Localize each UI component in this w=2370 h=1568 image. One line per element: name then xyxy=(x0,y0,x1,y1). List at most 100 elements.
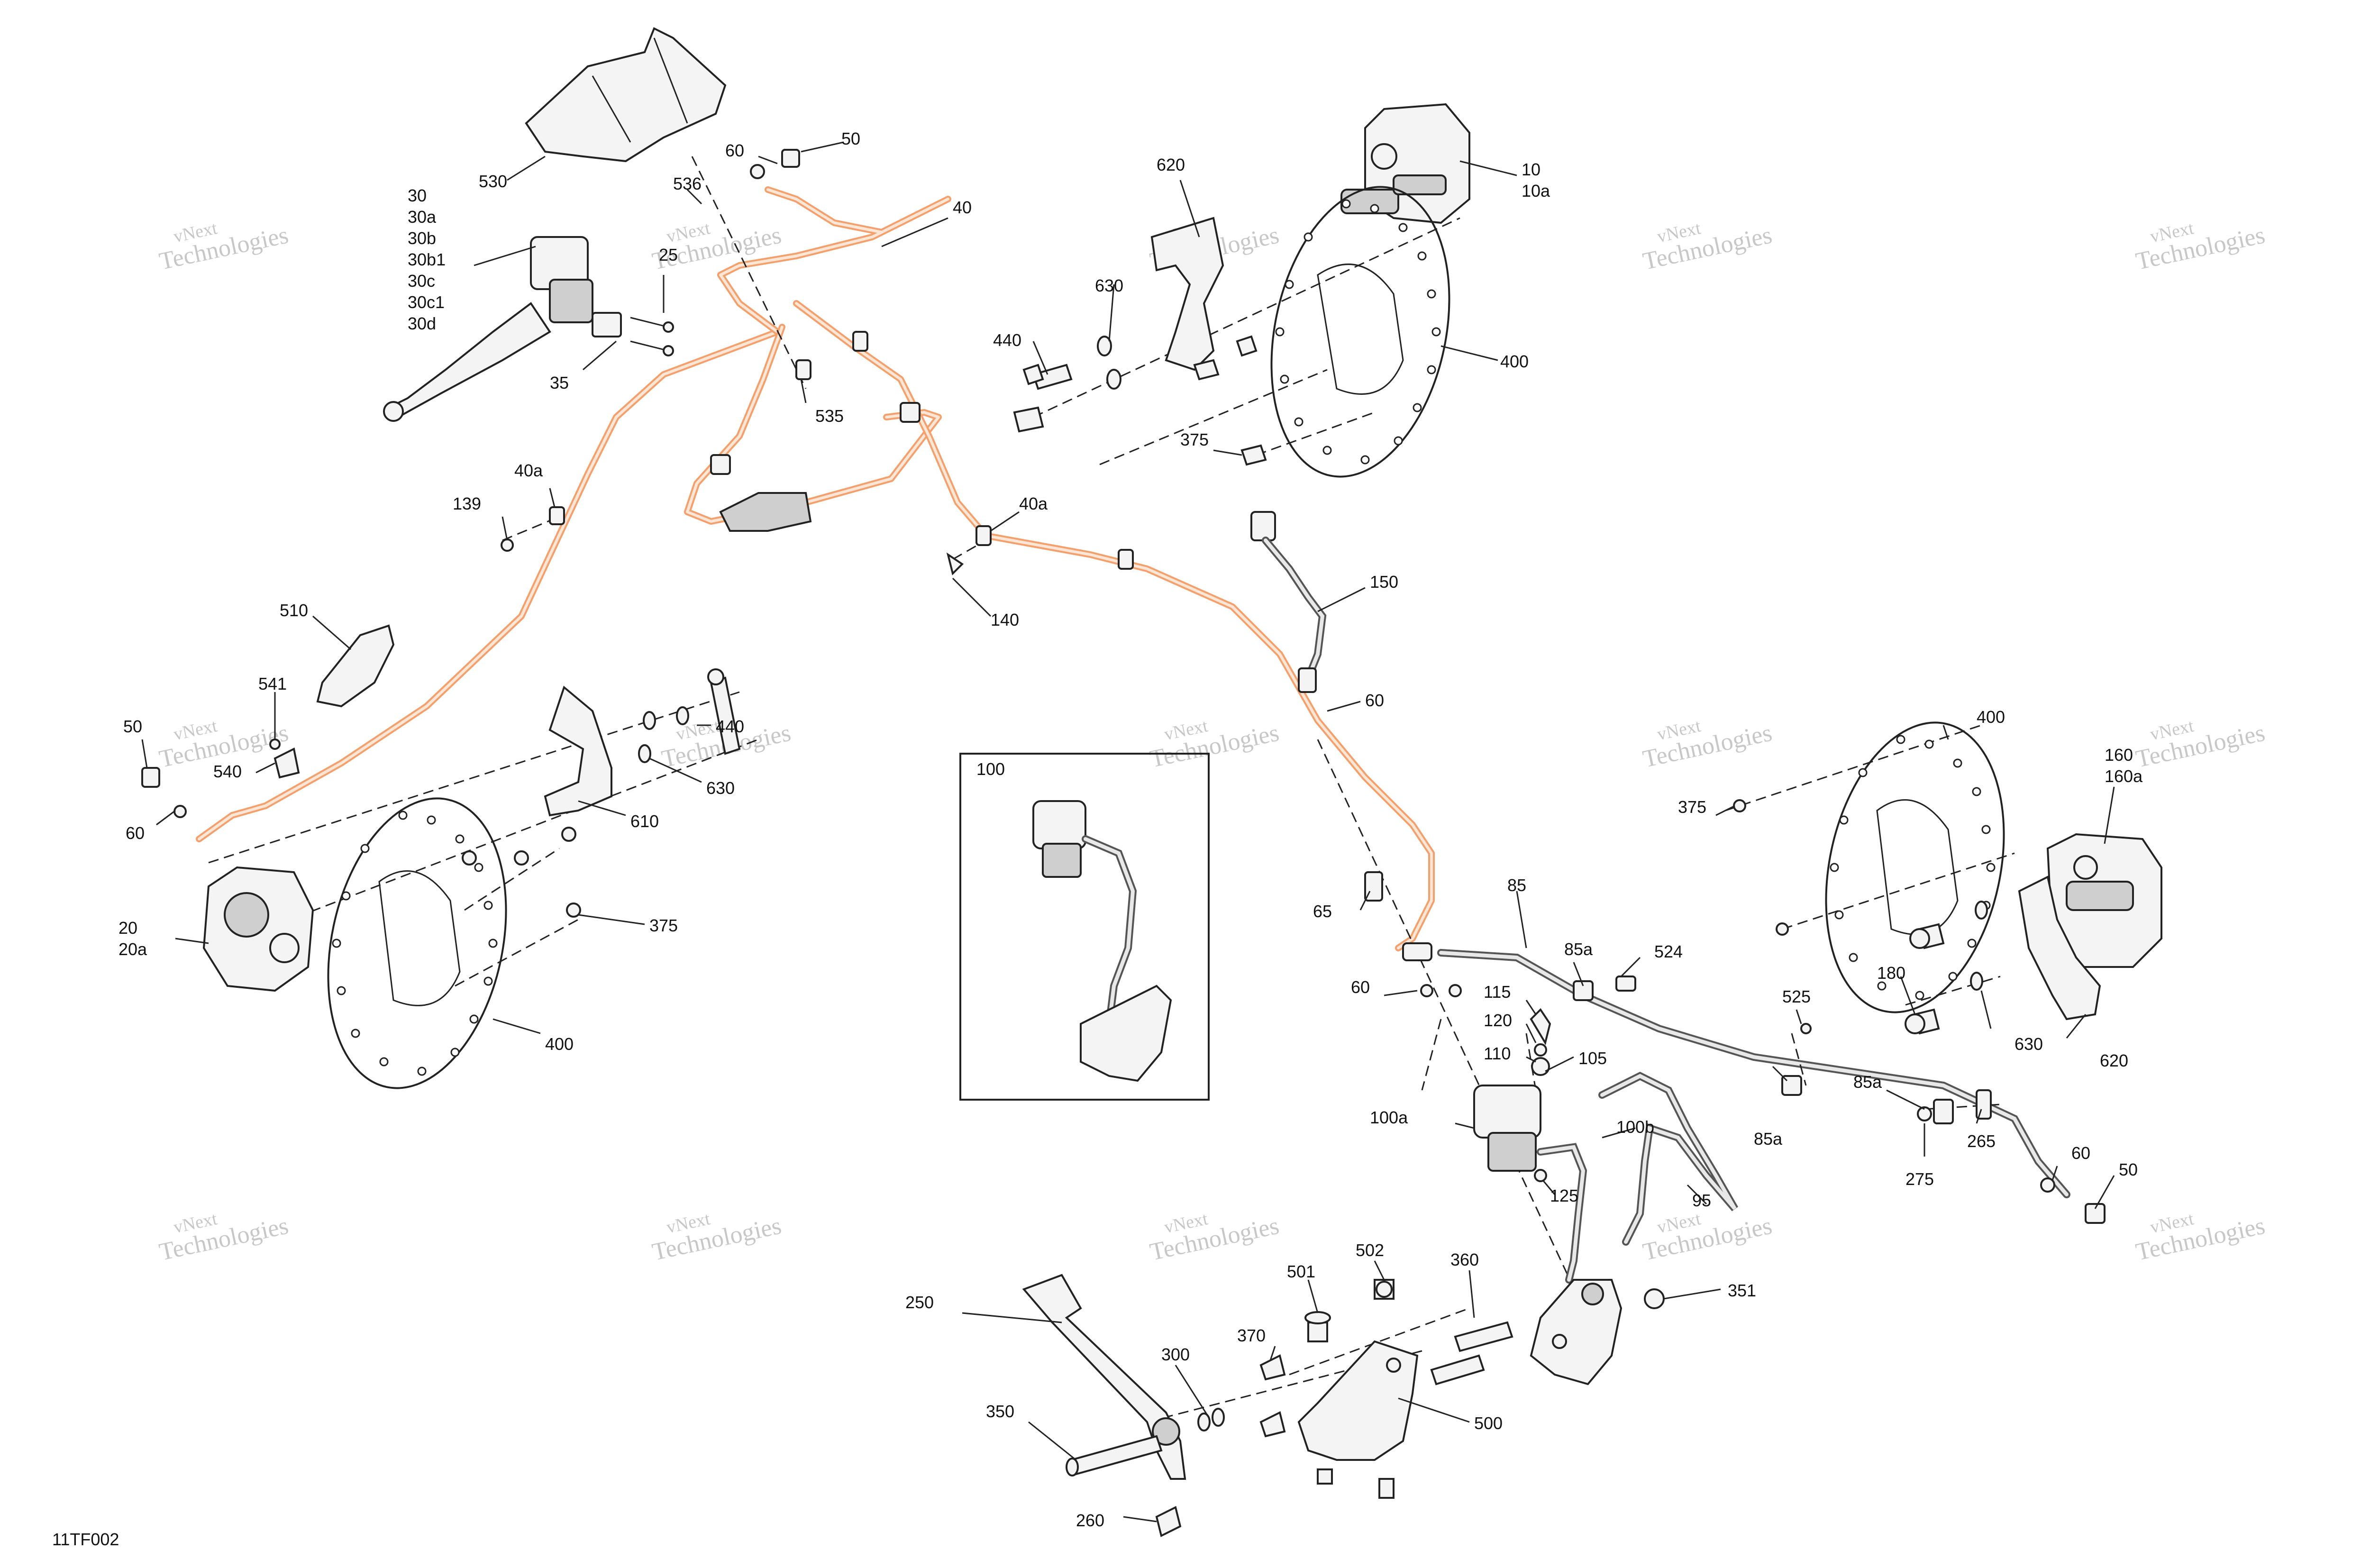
label-105: 105 xyxy=(1578,1048,1607,1068)
label-139: 139 xyxy=(453,494,481,513)
watermark: vNext Technologies xyxy=(1148,1209,1281,1266)
disc-holes xyxy=(1275,199,1441,465)
fittings-left xyxy=(141,767,187,818)
watermark: vNext Technologies xyxy=(1641,716,1774,773)
label-525: 525 xyxy=(1782,987,1811,1006)
watermark: vNext Technologies xyxy=(157,218,291,275)
label-25: 25 xyxy=(659,245,678,264)
label-120: 120 xyxy=(1484,1011,1512,1030)
label-502: 502 xyxy=(1356,1240,1384,1260)
label-30b: 30b xyxy=(408,228,436,248)
label-95: 95 xyxy=(1692,1191,1711,1210)
label-100b: 100b xyxy=(1616,1117,1654,1137)
bracket-610 xyxy=(544,685,612,817)
label-350: 350 xyxy=(986,1402,1014,1421)
label-375-left: 375 xyxy=(649,916,678,935)
nut-351 xyxy=(1644,1288,1665,1309)
label-440-left: 440 xyxy=(716,717,744,736)
label-60-left: 60 xyxy=(126,823,145,843)
caliper-rear xyxy=(2046,833,2162,968)
label-370: 370 xyxy=(1237,1326,1266,1345)
label-50-top: 50 xyxy=(841,129,860,148)
brake-disc-front-left xyxy=(327,797,507,1089)
label-40: 40 xyxy=(953,198,972,217)
label-40a-mid: 40a xyxy=(1019,494,1048,513)
label-85a-mid: 85a xyxy=(1754,1129,1783,1149)
clips xyxy=(501,331,1134,575)
label-535: 535 xyxy=(815,406,844,426)
label-30c: 30c xyxy=(408,271,435,291)
watermark: vNext Technologies xyxy=(2133,218,2267,275)
caliper-front-left xyxy=(202,866,314,992)
label-30d: 30d xyxy=(408,314,436,333)
watermark: vNext Technologies xyxy=(2133,1209,2267,1266)
label-60-mid: 60 xyxy=(1365,691,1384,710)
caliper-front-right xyxy=(1340,103,1470,224)
label-400-top: 400 xyxy=(1500,352,1529,371)
label-85a-right: 85a xyxy=(1853,1072,1882,1092)
hand-brake-master-cylinder xyxy=(383,236,622,422)
watermark: vNext Technologies xyxy=(157,1209,291,1266)
label-610: 610 xyxy=(630,811,659,831)
brake-pedal xyxy=(1022,1274,1186,1480)
label-265: 265 xyxy=(1967,1131,1996,1151)
bolts-right xyxy=(1733,799,1988,1035)
label-60-lower: 60 xyxy=(1351,977,1370,997)
label-125: 125 xyxy=(1550,1186,1578,1205)
brake-disc-front-right xyxy=(1270,186,1450,478)
label-541: 541 xyxy=(258,674,287,693)
brake-lines xyxy=(196,186,1435,951)
label-501: 501 xyxy=(1287,1262,1315,1281)
pivot-pin-350 xyxy=(1066,1435,1163,1477)
label-85: 85 xyxy=(1507,875,1526,895)
label-375-right: 375 xyxy=(1678,797,1706,817)
label-10: 10 xyxy=(1522,160,1540,179)
label-630-right: 630 xyxy=(2014,1034,2043,1054)
disc-holes xyxy=(332,811,498,1076)
watermark: vNext Technologies xyxy=(650,1209,784,1266)
watermark: vNext Technologies xyxy=(1641,218,1774,275)
label-630-top: 630 xyxy=(1095,276,1123,295)
label-85a-top: 85a xyxy=(1564,939,1593,959)
label-60-right: 60 xyxy=(2071,1143,2090,1163)
bracket-620-top xyxy=(1150,217,1224,371)
label-510: 510 xyxy=(280,601,308,620)
label-540: 540 xyxy=(213,762,242,781)
label-30: 30 xyxy=(408,186,427,205)
label-20: 20 xyxy=(118,918,137,938)
bolts-left xyxy=(462,668,741,918)
brake-line-abs-loop xyxy=(684,324,942,525)
rear-master-cylinder-body xyxy=(1530,1279,1623,1386)
reservoir-hose xyxy=(1537,1072,1738,1284)
label-180: 180 xyxy=(1877,963,1905,983)
label-260: 260 xyxy=(1076,1511,1104,1530)
label-360: 360 xyxy=(1450,1250,1479,1269)
label-630-left: 630 xyxy=(706,778,735,798)
label-300: 300 xyxy=(1161,1345,1190,1364)
bracket-530 xyxy=(525,27,727,163)
label-110: 110 xyxy=(1484,1044,1511,1063)
watermark: vNext Technologies xyxy=(2133,716,2267,773)
label-140: 140 xyxy=(991,610,1019,629)
rear-master-cylinder xyxy=(1473,1008,1551,1182)
label-375-top: 375 xyxy=(1180,430,1209,449)
label-150: 150 xyxy=(1370,572,1398,592)
label-250: 250 xyxy=(905,1293,934,1312)
fitting-50-top xyxy=(750,149,800,179)
brake-disc-rear xyxy=(1825,721,2005,1013)
label-536: 536 xyxy=(673,174,702,193)
bracket-620-right xyxy=(2018,875,2101,1021)
fasteners-pedal xyxy=(1259,1279,1513,1499)
label-620-right: 620 xyxy=(2100,1051,2128,1070)
label-160: 160 xyxy=(2105,745,2133,765)
cap-260 xyxy=(1155,1506,1182,1537)
label-275: 275 xyxy=(1905,1169,1934,1189)
label-30a: 30a xyxy=(408,207,437,227)
screws-25-35 xyxy=(630,317,674,356)
label-530: 530 xyxy=(479,172,507,191)
label-30c1: 30c1 xyxy=(408,292,445,312)
bolts-top xyxy=(1013,335,1267,466)
bracket-510 xyxy=(316,624,395,708)
inset-box-100 xyxy=(959,753,1210,1101)
